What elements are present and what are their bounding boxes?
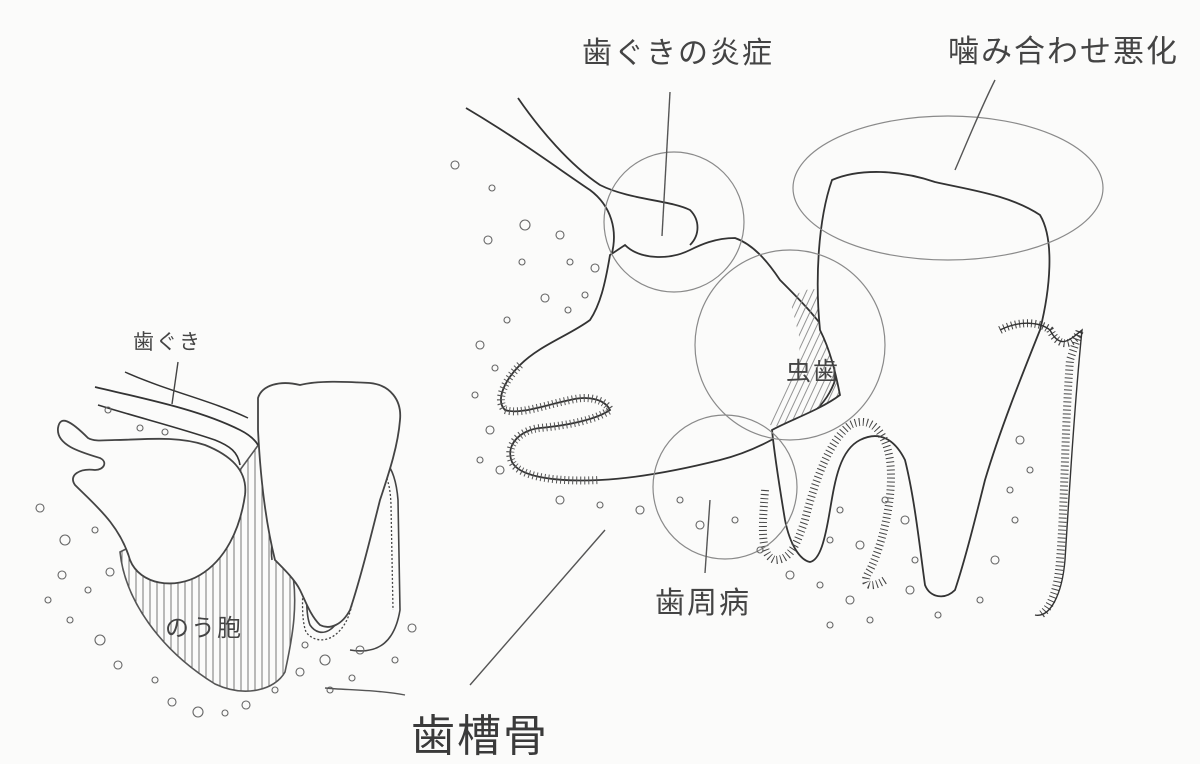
right-diagram bbox=[324, 79, 1104, 696]
gum-line-right-2 bbox=[517, 97, 699, 246]
gum-line-left bbox=[94, 386, 259, 446]
cyst-label: のう胞 bbox=[165, 614, 243, 642]
gum-inflammation-pointer bbox=[661, 91, 671, 237]
bite-pointer bbox=[954, 79, 996, 171]
caries-circle bbox=[694, 249, 886, 441]
alveolar-bone-pointer-left bbox=[324, 687, 406, 696]
periodontal-pointer bbox=[704, 499, 711, 574]
socket-right-2-line bbox=[999, 322, 1083, 616]
gum-line-left-3 bbox=[124, 371, 249, 419]
bone-dots-left bbox=[35, 406, 417, 718]
left-diagram bbox=[35, 361, 417, 718]
bone-dots-right bbox=[450, 160, 1034, 629]
gum-line-right-1 bbox=[465, 107, 615, 261]
bite-circle bbox=[792, 115, 1104, 261]
periodontal-disease-label: 歯周病 bbox=[655, 586, 751, 621]
tooth-molar-left bbox=[257, 380, 402, 628]
gum-pointer bbox=[171, 361, 179, 405]
alveolar-bone-label: 歯槽骨 bbox=[411, 711, 549, 762]
gum-label: 歯ぐき bbox=[133, 330, 202, 354]
gum-line-left-2 bbox=[97, 404, 241, 466]
alveolar-bone-pointer bbox=[469, 529, 606, 686]
bite-deterioration-label: 噛み合わせ悪化 bbox=[948, 34, 1179, 70]
socket-band-right bbox=[497, 362, 616, 485]
periodontal-circle bbox=[652, 414, 798, 560]
caries-label: 虫歯 bbox=[786, 357, 841, 386]
tooth-molar-right bbox=[771, 171, 1051, 598]
tooth-upper-left bbox=[57, 419, 247, 585]
gum-inflammation-circle bbox=[603, 151, 745, 293]
gum-inflammation-label: 歯ぐきの炎症 bbox=[582, 36, 774, 71]
